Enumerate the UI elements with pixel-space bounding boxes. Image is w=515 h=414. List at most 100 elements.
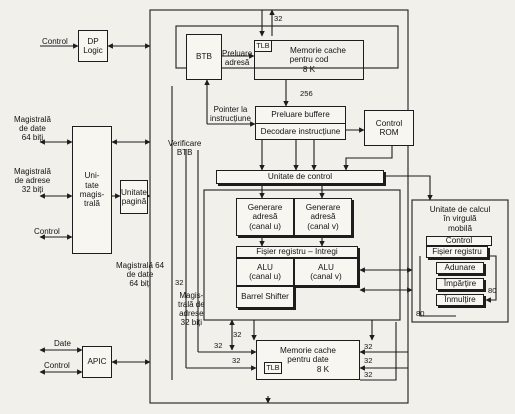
int-regfile-label: Fișier registru – Intregi [256,247,338,257]
adder-block: Adunare [436,262,484,274]
multiplier-label: Înmulțire [444,295,476,305]
label-control-dp-text: Control [42,37,68,46]
wire-fpu-80a [485,255,497,303]
label-apic-control-text: Control [44,361,70,370]
page-unit-block: Unitate pagină [120,180,148,214]
label-addr-bus-2: de adrese [14,175,51,185]
label-btb-check-1: Verificare [168,139,202,148]
label-data-bus-2: de date [19,123,46,133]
label-prefetch-addr: Preluare adresă [222,49,253,68]
control-rom-line-2: ROM [379,128,399,137]
width-32-b: 32 [233,330,242,339]
label-btb-check-2: BTB [176,147,193,157]
cache-data-block: Memorie cache pentru date 8 K [256,340,360,380]
divider-label: Împărțire [443,279,477,289]
label-control-bus: Control [34,227,60,237]
width-top-32: 32 [274,14,283,23]
label-control-dp: Control [42,37,68,47]
fpu-line-3: mobilă [447,223,473,233]
alu-v-block: ALU (canal v) [294,258,358,286]
cache-data-line-2: pentru date [287,355,329,365]
bus-unit-block: Uni- tate magis- trală [72,126,112,254]
label-apic-control: Control [44,361,70,371]
wire-rom-cu [343,146,393,171]
label-data-bus-1: Magistrală [14,115,51,124]
fpu-line-1: Unitate de calcul [429,204,491,214]
bus-unit-line-2: tate [85,180,99,190]
alu-v-line-2: (canal v) [310,272,342,281]
label-addr-bus: Magistrală de adrese 32 biți [14,167,51,195]
bus-unit-line-3: magis- [79,190,105,199]
label-prefetch-addr-1: Preluare [222,49,253,58]
tlb-code-label: TLB [256,40,270,50]
divider-block: Împărțire [436,278,484,290]
prefetch-buffers-block: Preluare buffere [255,106,346,124]
exec-frame [203,189,401,321]
dp-logic-block: DP Logic [78,30,108,62]
label-data-bus: Magistrală de date 64 biți [14,115,51,143]
fpu-frame [411,199,509,323]
label-internal-addr-bus-4: 32 biți [180,317,203,327]
bus-unit-line-1: Uni- [84,171,100,181]
label-internal-addr-bus: Magis- trală de adrese 32 biți [178,291,205,328]
alu-u-block: ALU (canal u) [236,258,294,286]
label-data-bus-3: 64 biți [21,132,44,142]
alu-u-line-2: (canal u) [249,272,281,281]
tlb-data-block: TLB [264,362,282,374]
label-btb-check: Verificare BTB [168,139,202,158]
page-unit-line-1: Unitate [121,187,147,197]
addr-gen-v-block: Generare adresă (canal v) [294,198,352,236]
label-internal-data-bus: Magistrală 64 de date 64 biți [116,261,165,289]
addr-gen-u-line-2: adresă [252,212,278,222]
label-internal-data-bus-2: de date [126,269,154,279]
label-internal-addr-bus-1: Magis- [179,291,204,300]
label-internal-data-bus-3: 64 biți [129,278,151,288]
int-regfile-block: Fișier registru – Intregi [236,246,358,258]
control-unit-label: Unitate de control [267,172,333,182]
width-32-e: 32 [364,356,373,365]
label-internal-addr-bus-2: trală de [178,299,205,309]
width-80-b: 80 [416,309,425,318]
btb-label: BTB [196,52,212,62]
decode-block: Decodare instrucțiune [255,123,346,140]
fpu-regfile-label: Fișier registru [432,247,482,257]
addr-gen-u-block: Generare adresă (canal u) [236,198,294,236]
apic-label: APIC [87,357,107,367]
cache-data-line-1: Memorie cache [280,345,336,355]
label-addr-bus-3: 32 biți [21,184,44,194]
addr-gen-u-line-3: (canal u) [249,221,281,231]
control-unit-block: Unitate de control [216,170,384,184]
width-32-side: 32 [175,278,184,287]
apic-block: APIC [82,346,112,378]
control-rom-line-1: Control [375,118,403,128]
fpu-title: Unitate de calcul în virgulă mobilă [414,202,506,236]
addr-gen-u-line-1: Generare [247,202,283,212]
fpu-control-label: Control [445,236,473,246]
cache-code-line-2: pentru cod [289,55,329,65]
fetch-frame [175,25,399,69]
label-apic-data: Date [54,339,71,349]
cache-data-line-3: 8 K [316,364,330,374]
width-80-a: 80 [488,286,497,295]
label-prefetch-addr-2: adresă [224,57,250,67]
bus-unit-line-4: trală [84,199,100,209]
addr-gen-v-line-1: Generare [305,202,341,212]
wire-fpu-rf-loop [419,256,456,317]
prefetch-buffers-label: Preluare buffere [271,110,330,120]
width-32-a: 32 [214,341,223,350]
width-32-c: 32 [232,356,241,365]
width-32-d: 32 [364,342,373,351]
main-frame [149,9,409,404]
label-internal-data-bus-1: Magistrală 64 [116,261,165,270]
fpu-control-block: Control [426,236,492,246]
label-internal-addr-bus-3: adrese [179,308,204,318]
control-rom-block: Control ROM [364,110,414,146]
alu-v-line-1: ALU [318,262,334,272]
label-instr-pointer: Pointer la instrucțiune [210,105,251,124]
page-unit-line-2: pagină [121,197,147,206]
dp-logic-line-2: Logic [83,46,103,55]
label-apic-data-text: Date [54,339,71,348]
dp-logic-line-1: DP [87,36,99,46]
